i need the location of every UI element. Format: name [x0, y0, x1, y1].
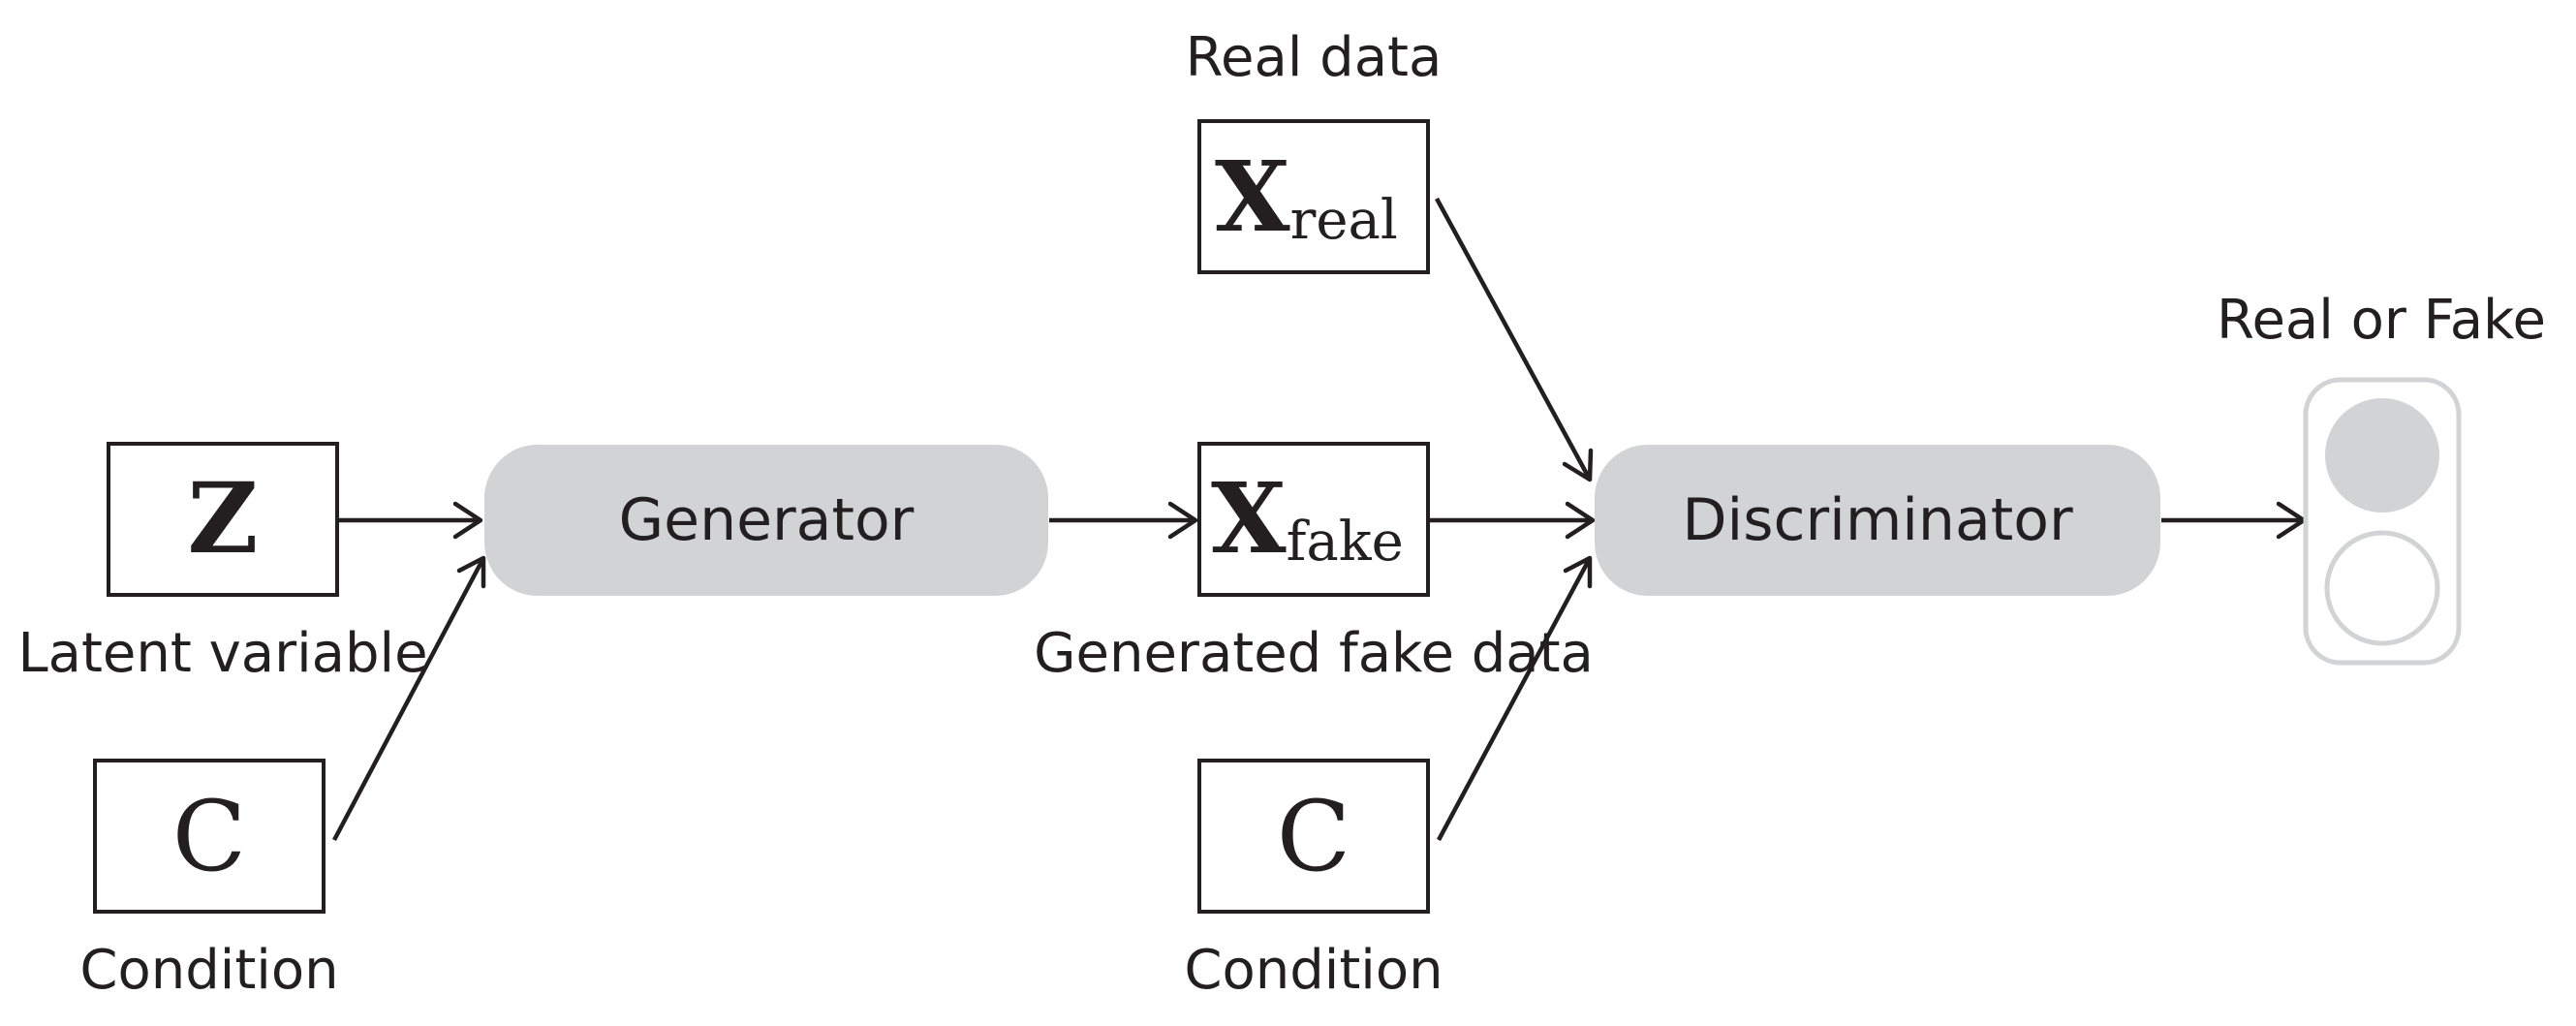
generated-fake-data-label: Generated fake data: [1034, 622, 1594, 685]
x-real-symbol: X: [1215, 140, 1290, 254]
arrow-xreal-to-discriminator: [1435, 197, 1594, 482]
condition-left-symbol: C: [172, 780, 247, 893]
discriminator-label: Discriminator: [1682, 486, 2073, 554]
x-fake-box: Xfake: [1197, 442, 1430, 597]
indicator-bottom-circle: [2324, 530, 2440, 646]
real-data-label: Real data: [1186, 26, 1443, 89]
real-or-fake-indicator: [2303, 377, 2462, 666]
latent-variable-label: Latent variable: [17, 622, 427, 685]
condition-right-symbol: C: [1277, 780, 1351, 893]
z-box: Z: [107, 442, 339, 597]
x-real-subscript: real: [1290, 189, 1398, 252]
x-real-symbol-group: Xreal: [1215, 140, 1398, 254]
arrow-z-to-generator: [339, 501, 483, 540]
indicator-top-circle: [2325, 398, 2439, 513]
x-real-box: Xreal: [1197, 119, 1430, 274]
x-fake-symbol: X: [1211, 461, 1287, 575]
output-label: Real or Fake: [2217, 289, 2546, 352]
arrow-condition-to-generator: [332, 555, 486, 842]
arrow-generator-to-xfake: [1049, 501, 1198, 540]
generator-label: Generator: [619, 486, 915, 554]
condition-right-label: Condition: [1184, 939, 1443, 1002]
x-fake-subscript: fake: [1287, 511, 1404, 574]
condition-left-box: C: [93, 759, 326, 914]
condition-left-label: Condition: [79, 939, 338, 1002]
condition-right-box: C: [1197, 759, 1430, 914]
z-symbol: Z: [188, 461, 259, 575]
arrow-xfake-to-discriminator: [1429, 501, 1596, 540]
discriminator-block: Discriminator: [1595, 445, 2160, 596]
arrow-condition-to-discriminator: [1437, 555, 1593, 842]
x-fake-symbol-group: Xfake: [1211, 461, 1404, 575]
arrow-discriminator-to-output: [2161, 501, 2307, 540]
generator-block: Generator: [484, 445, 1048, 596]
